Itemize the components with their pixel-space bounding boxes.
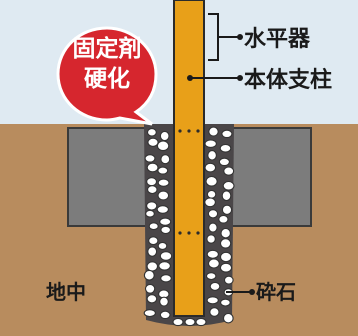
- gravel-stone: [157, 178, 170, 187]
- gravel-stone: [204, 139, 217, 148]
- gravel-stone: [146, 162, 159, 173]
- gravel-stone: [207, 258, 220, 269]
- gravel-stone: [221, 190, 232, 202]
- gravel-stone: [148, 222, 159, 231]
- gravel-stone: [157, 241, 168, 250]
- gravel-stone: [144, 154, 156, 163]
- gravel-stone: [221, 204, 233, 215]
- concrete-block-left: [67, 127, 149, 227]
- gravel-stone: [220, 298, 231, 307]
- gravel-stone: [206, 234, 216, 244]
- gravel-stone: [159, 310, 171, 320]
- label-level: 水平器: [244, 27, 311, 52]
- callout-text: 固定剤 硬化: [62, 34, 152, 94]
- label-pillar: 本体支柱: [244, 68, 333, 93]
- pillar-leader-end: [237, 75, 243, 81]
- label-ground: 地中: [46, 280, 86, 304]
- gravel-stone: [222, 312, 234, 324]
- gravel-stone: [143, 269, 155, 281]
- callout-bubble: [56, 26, 158, 126]
- gravel-stone: [205, 272, 217, 281]
- gravel-stone: [160, 274, 172, 283]
- gravel-stone: [172, 317, 184, 327]
- gravel-stone: [146, 261, 159, 272]
- label-gravel: 砕石: [256, 280, 296, 304]
- gravel-stone: [157, 166, 169, 175]
- level-leader-dot: [237, 34, 243, 40]
- gravel-stone: [146, 128, 157, 137]
- gravel-stone: [219, 238, 232, 249]
- gravel-stone: [205, 175, 218, 187]
- gravel-stone: [219, 262, 233, 273]
- gravel-stone: [204, 162, 217, 173]
- gravel-stone: [184, 317, 196, 327]
- gravel-stone: [158, 261, 171, 271]
- gravel-stone: [159, 251, 173, 261]
- gravel-stone: [209, 307, 220, 317]
- gravel-stone: [218, 157, 230, 167]
- gravel-stone: [156, 205, 169, 214]
- gravel-stone: [148, 236, 159, 246]
- gravel-stone: [195, 317, 207, 327]
- gravel-stone: [146, 294, 158, 304]
- gravel-stone: [160, 225, 172, 235]
- gravel-stone: [147, 137, 159, 147]
- gravel-stone: [156, 140, 170, 152]
- gravel-stone: [147, 185, 158, 195]
- level-bracket-line: [208, 13, 238, 61]
- gravel-stone: [159, 130, 170, 142]
- gravel-stone: [220, 227, 231, 239]
- callout-line-2: 硬化: [84, 66, 130, 92]
- gravel-stone: [206, 249, 219, 259]
- concrete-block-right: [230, 127, 312, 227]
- gravel-stone: [147, 246, 158, 257]
- gravel-stone: [223, 166, 235, 176]
- gravel-stone: [143, 309, 156, 318]
- gravel-stone: [221, 129, 233, 139]
- gravel-stone: [206, 296, 219, 305]
- gravel-stone: [208, 222, 218, 233]
- gravel-stone: [219, 251, 233, 263]
- gravel-stone: [207, 150, 217, 161]
- gravel-stone: [146, 201, 158, 211]
- gravel-stone: [207, 209, 219, 219]
- gravel-stone: [145, 209, 155, 218]
- gravel-stones: [143, 126, 235, 327]
- callout-line-1: 固定剤: [72, 36, 142, 62]
- main-pillar: [173, 0, 205, 317]
- gravel-stone: [159, 296, 169, 307]
- gravel-stone: [159, 217, 172, 226]
- gravel-stone: [146, 177, 158, 187]
- gravel-stone: [218, 214, 229, 224]
- gravel-leader-dot: [249, 289, 255, 295]
- gravel-stone: [160, 154, 171, 165]
- gravel-stone: [222, 180, 235, 191]
- pillar-dotted-lines: [178, 129, 200, 235]
- gravel-stone: [219, 143, 232, 153]
- gravel-stone: [157, 190, 170, 201]
- gravel-stone: [223, 275, 234, 285]
- gravel-stone: [206, 189, 217, 199]
- gravel-stone: [144, 283, 156, 294]
- gravel-stone: [208, 126, 219, 137]
- gravel-stone: [204, 197, 216, 208]
- gravel-stone: [209, 281, 221, 291]
- pillar-leader-dot: [187, 75, 193, 81]
